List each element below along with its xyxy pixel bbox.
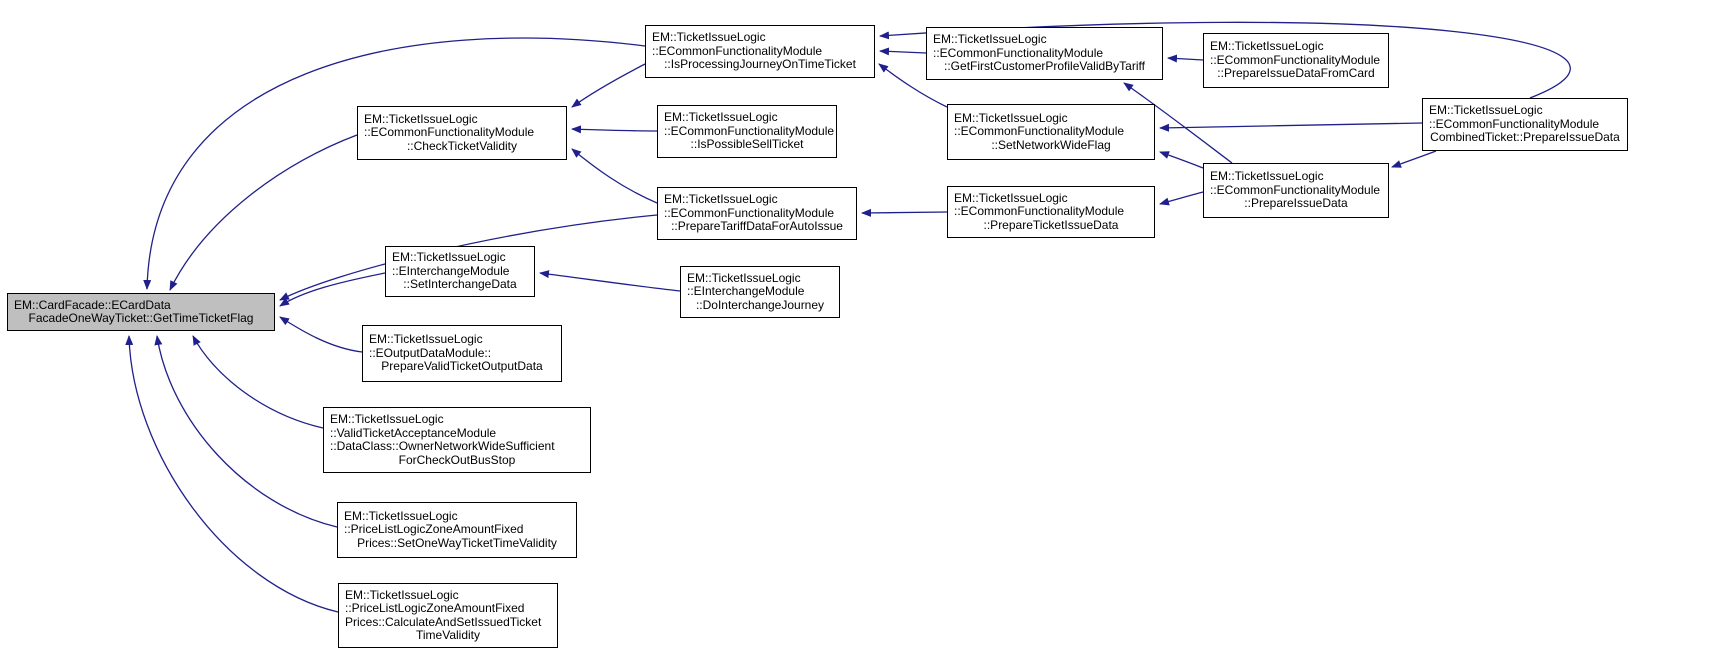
- node-label-line: ::ECommonFunctionalityModule: [1210, 182, 1381, 197]
- node-label-line: ::SetInterchangeData: [403, 277, 517, 292]
- node-label-line: ::DataClass::OwnerNetworkWideSufficient: [330, 439, 555, 453]
- edge-prepare-issue-data-to-prepare-ticket-issue-data: [1159, 191, 1204, 206]
- node-label-line: EM::TicketIssueLogic: [1429, 103, 1543, 118]
- node-label-line: ::ValidTicketAcceptanceModule: [330, 425, 497, 440]
- node-prepare-issue-data-from-card[interactable]: EM::TicketIssueLogic ::ECommonFunctional…: [1203, 33, 1389, 88]
- node-label-line: Prices::SetOneWayTicketTimeValidity: [357, 535, 557, 550]
- node-label-line: ::PrepareIssueData: [1244, 196, 1348, 211]
- edge-set-network-wide-to-is-processing: [878, 63, 948, 108]
- node-label-line: EM::TicketIssueLogic: [345, 587, 459, 602]
- edge-set-one-way-to-get-time-ticket-flag: [154, 335, 338, 528]
- node-label-line: ::PriceListLogicZoneAmountFixed: [344, 522, 524, 537]
- node-label-line: EM::TicketIssueLogic: [954, 190, 1068, 205]
- node-label-line: EM::TicketIssueLogic: [364, 111, 478, 126]
- node-prepare-ticket-issue-data[interactable]: EM::TicketIssueLogic ::ECommonFunctional…: [947, 186, 1155, 238]
- node-label-line: ::ECommonFunctionalityModule: [364, 125, 535, 140]
- node-label-line: EM::TicketIssueLogic: [392, 250, 506, 265]
- node-label-line: ForCheckOutBusStop: [398, 452, 516, 467]
- node-label-line: ::ECommonFunctionalityModule: [664, 123, 835, 138]
- node-label-line: EM::TicketIssueLogic: [687, 270, 801, 285]
- edge-get-first-customer-to-is-processing: [879, 47, 927, 56]
- edge-calculate-and-set-to-get-time-ticket-flag: [125, 335, 339, 613]
- node-label-line: TimeValidity: [415, 628, 480, 642]
- edge-set-interchange-to-get-time-ticket-flag: [279, 272, 386, 307]
- node-label-line: ::EInterchangeModule: [392, 263, 510, 278]
- edge-combined-ticket-to-set-network-wide: [1159, 122, 1423, 132]
- node-label-line: ::ECommonFunctionalityModule: [1429, 116, 1600, 131]
- node-label-line: ::ECommonFunctionalityModule: [954, 204, 1125, 219]
- edge-owner-network-wide-to-get-time-ticket-flag: [192, 335, 324, 429]
- node-label-line: ::ECommonFunctionalityModule: [1210, 52, 1381, 67]
- node-prepare-tariff-data-for-auto-issue[interactable]: EM::TicketIssueLogic ::ECommonFunctional…: [657, 187, 857, 240]
- edge-combined-ticket-to-prepare-issue-data: [1391, 150, 1437, 168]
- node-label-line: EM::TicketIssueLogic: [344, 508, 458, 523]
- node-calculate-and-set-issued-ticket-time-validity[interactable]: EM::TicketIssueLogic ::PriceListLogicZon…: [338, 583, 558, 648]
- node-label-line: EM::TicketIssueLogic: [954, 110, 1068, 125]
- node-label-line: EM::TicketIssueLogic: [1210, 39, 1324, 54]
- node-prepare-valid-ticket-output-data[interactable]: EM::TicketIssueLogic ::EOutputDataModule…: [362, 325, 562, 382]
- node-label-line: FacadeOneWayTicket::GetTimeTicketFlag: [28, 311, 254, 325]
- node-label-line: ::PrepareTariffDataForAutoIssue: [671, 219, 843, 234]
- node-get-first-customer-profile-valid-by-tariff[interactable]: EM::TicketIssueLogic ::ECommonFunctional…: [926, 27, 1163, 80]
- node-label-line: Prices::CalculateAndSetIssuedTicket: [345, 614, 542, 629]
- edge-check-ticket-validity-to-get-time-ticket-flag: [169, 134, 358, 291]
- node-set-interchange-data[interactable]: EM::TicketIssueLogic ::EInterchangeModul…: [385, 246, 535, 297]
- node-prepare-issue-data[interactable]: EM::TicketIssueLogic ::ECommonFunctional…: [1203, 163, 1389, 218]
- node-label-line: ::PrepareIssueDataFromCard: [1217, 66, 1375, 81]
- node-label-line: EM::TicketIssueLogic: [330, 412, 444, 426]
- node-check-ticket-validity[interactable]: EM::TicketIssueLogic ::ECommonFunctional…: [357, 106, 567, 160]
- node-label-line: ::IsPossibleSellTicket: [690, 137, 804, 152]
- node-do-interchange-journey[interactable]: EM::TicketIssueLogic ::EInterchangeModul…: [680, 266, 840, 318]
- edge-prepare-ticket-issue-data-to-prepare-tariff: [861, 208, 948, 217]
- node-label-line: PrepareValidTicketOutputData: [381, 359, 543, 374]
- node-label-line: EM::TicketIssueLogic: [652, 30, 766, 45]
- node-label-line: ::EOutputDataModule::: [369, 345, 492, 360]
- node-combined-ticket-prepare-issue-data[interactable]: EM::TicketIssueLogic ::ECommonFunctional…: [1422, 98, 1628, 151]
- edge-prepare-valid-output-to-get-time-ticket-flag: [279, 316, 363, 353]
- node-label-line: EM::TicketIssueLogic: [933, 32, 1047, 47]
- node-label-line: EM::CardFacade::ECardData: [14, 297, 171, 312]
- edge-prepare-tariff-to-check-ticket-validity: [571, 148, 658, 204]
- node-label-line: EM::TicketIssueLogic: [1210, 169, 1324, 184]
- node-label-line: ::GetFirstCustomerProfileValidByTariff: [944, 59, 1145, 74]
- node-label-line: EM::TicketIssueLogic: [369, 332, 483, 347]
- node-label-line: ::ECommonFunctionalityModule: [954, 124, 1125, 139]
- node-label-line: ::IsProcessingJourneyOnTimeTicket: [664, 57, 856, 72]
- edge-prepare-issue-data-to-get-first-customer: [1123, 82, 1233, 164]
- node-label-line: ::PriceListLogicZoneAmountFixed: [345, 601, 525, 615]
- edge-combined-ticket-to-is-processing: [879, 21, 1571, 99]
- edge-is-possible-sell-to-check-ticket-validity: [571, 125, 658, 134]
- edge-is-processing-to-get-time-ticket-flag: [143, 37, 646, 290]
- node-label-line: ::EInterchangeModule: [687, 284, 805, 299]
- node-label-line: ::ECommonFunctionalityModule: [652, 43, 823, 58]
- node-set-one-way-ticket-time-validity[interactable]: EM::TicketIssueLogic ::PriceListLogicZon…: [337, 502, 577, 558]
- node-owner-network-wide-sufficient-for-check-out-bus-stop[interactable]: EM::TicketIssueLogic ::ValidTicketAccept…: [323, 407, 591, 473]
- node-is-processing-journey-on-time-ticket[interactable]: EM::TicketIssueLogic ::ECommonFunctional…: [645, 25, 875, 78]
- node-label-line: EM::TicketIssueLogic: [664, 110, 778, 125]
- node-is-possible-sell-ticket[interactable]: EM::TicketIssueLogic ::ECommonFunctional…: [657, 105, 837, 158]
- node-label-line: ::DoInterchangeJourney: [695, 297, 825, 312]
- node-label-line: ::PrepareTicketIssueData: [983, 217, 1119, 232]
- node-label-line: ::ECommonFunctionalityModule: [933, 45, 1104, 60]
- node-label-line: ::CheckTicketValidity: [406, 138, 518, 153]
- edge-prepare-issue-data-to-set-network-wide: [1159, 151, 1204, 169]
- node-label-line: CombinedTicket::PrepareIssueData: [1430, 130, 1620, 145]
- node-get-time-ticket-flag[interactable]: EM::CardFacade::ECardData FacadeOneWayTi…: [7, 293, 275, 331]
- node-set-network-wide-flag[interactable]: EM::TicketIssueLogic ::ECommonFunctional…: [947, 104, 1155, 160]
- edge-from-card-to-get-first-customer: [1167, 54, 1204, 63]
- node-label-line: EM::TicketIssueLogic: [664, 192, 778, 207]
- edge-is-processing-to-check-ticket-validity: [571, 63, 646, 108]
- edge-do-interchange-to-set-interchange: [539, 270, 681, 292]
- node-label-line: ::SetNetworkWideFlag: [991, 137, 1111, 152]
- node-label-line: ::ECommonFunctionalityModule: [664, 205, 835, 220]
